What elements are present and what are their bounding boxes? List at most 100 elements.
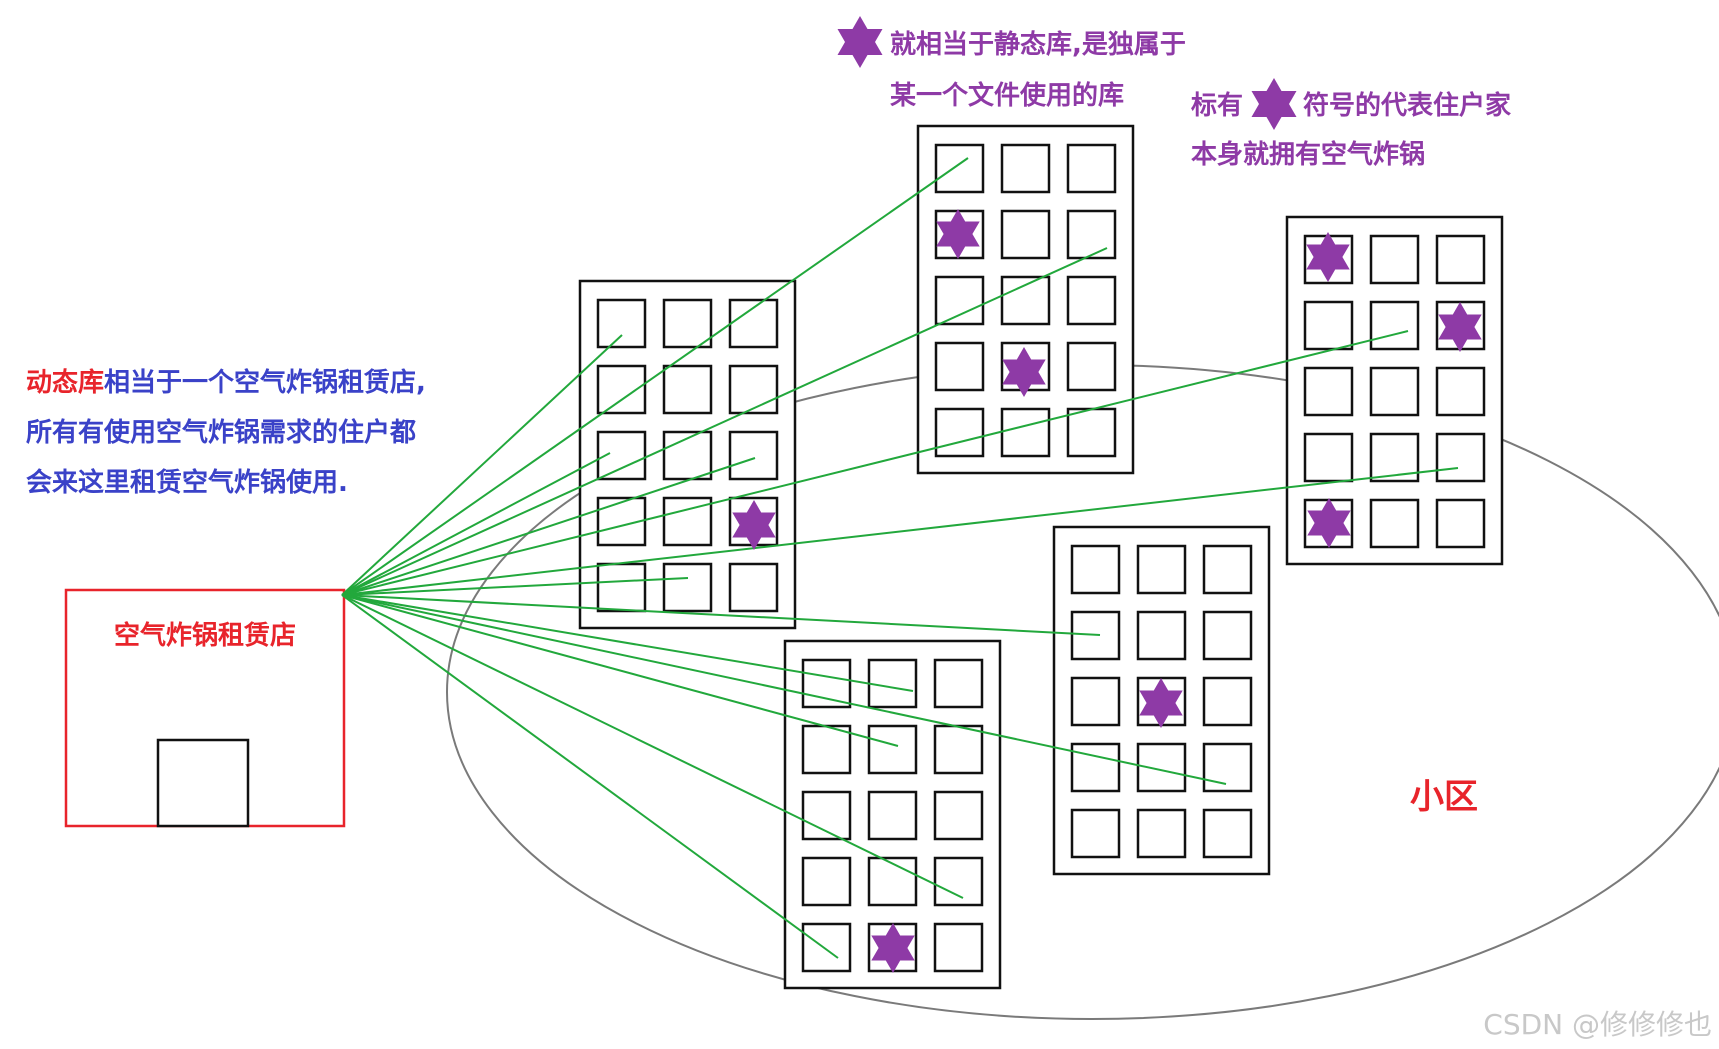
window <box>1435 432 1486 483</box>
window <box>662 496 713 547</box>
rental-line <box>341 577 689 596</box>
owner-legend: 标有 符号的代表住户家 本身就拥有空气炸锅 <box>1191 90 1511 170</box>
window <box>1136 610 1187 661</box>
six-pointed-star-icon <box>871 923 915 973</box>
window <box>596 496 647 547</box>
explanation-line1: 动态库相当于一个空气炸锅租赁店, <box>26 367 426 398</box>
window <box>933 856 984 907</box>
window <box>1202 610 1253 661</box>
building-b-outline <box>916 124 1135 475</box>
window <box>662 364 713 415</box>
rental-shop: 空气炸锅租赁店 <box>64 588 346 828</box>
window <box>933 922 984 973</box>
owner-legend-suffix: 符号的代表住户家 <box>1303 90 1511 121</box>
rental-line <box>341 594 914 692</box>
window <box>1000 209 1051 260</box>
window <box>1369 300 1420 351</box>
window <box>867 724 918 775</box>
static-legend-line2: 某一个文件使用的库 <box>890 80 1124 111</box>
window <box>1435 366 1486 417</box>
window <box>1303 432 1354 483</box>
rental-line <box>341 330 1409 596</box>
window <box>1070 676 1121 727</box>
shop-label: 空气炸锅租赁店 <box>114 620 296 651</box>
rental-line <box>341 247 1108 596</box>
window <box>1000 143 1051 194</box>
window <box>934 143 985 194</box>
window <box>1070 808 1121 859</box>
rental-line <box>341 594 839 959</box>
window <box>934 407 985 458</box>
window <box>1303 300 1354 351</box>
window <box>596 364 647 415</box>
window <box>596 430 647 481</box>
window <box>728 430 779 481</box>
explanation-line2: 所有有使用空气炸锅需求的住户都 <box>26 417 416 448</box>
buildings <box>578 124 1504 990</box>
window <box>662 430 713 481</box>
six-pointed-star-icon <box>1438 302 1482 352</box>
six-pointed-star-icon <box>1307 498 1351 548</box>
rental-line <box>341 452 611 596</box>
static-legend-line1: 就相当于静态库,是独属于 <box>890 29 1186 60</box>
window <box>1000 275 1051 326</box>
six-pointed-star-icon <box>1002 347 1046 397</box>
window <box>867 790 918 841</box>
window <box>801 922 852 973</box>
rental-line <box>341 594 964 899</box>
window <box>801 856 852 907</box>
window <box>1070 742 1121 793</box>
owner-stars <box>732 16 1482 973</box>
rental-line <box>341 594 1227 785</box>
rental-line <box>341 467 1459 596</box>
explanation-line1-rest: 相当于一个空气炸锅租赁店, <box>104 367 426 398</box>
window <box>1136 808 1187 859</box>
window <box>801 658 852 709</box>
rental-lines <box>341 157 1459 959</box>
building-c-outline <box>1285 215 1504 566</box>
window <box>1202 544 1253 595</box>
window <box>1369 498 1420 549</box>
rental-line <box>341 594 899 747</box>
window <box>801 790 852 841</box>
window <box>1066 341 1117 392</box>
window <box>933 658 984 709</box>
window <box>662 298 713 349</box>
owner-legend-prefix: 标有 <box>1191 91 1243 121</box>
legend-star-icon <box>1251 78 1297 130</box>
window <box>933 790 984 841</box>
six-pointed-star-icon <box>732 500 776 550</box>
window <box>1136 742 1187 793</box>
owner-legend-line2: 本身就拥有空气炸锅 <box>1191 139 1425 170</box>
window <box>662 562 713 613</box>
explanation-term: 动态库 <box>26 367 104 398</box>
window <box>1303 366 1354 417</box>
watermark: CSDN @修修修也 <box>1483 1008 1712 1041</box>
rental-line <box>341 157 969 596</box>
window <box>867 856 918 907</box>
window <box>1202 676 1253 727</box>
rental-line <box>341 594 1101 636</box>
rental-line <box>341 457 756 596</box>
static-library-legend: 就相当于静态库,是独属于 某一个文件使用的库 <box>890 29 1186 111</box>
window <box>1202 742 1253 793</box>
building-a-outline <box>578 279 797 630</box>
rental-line <box>341 334 623 596</box>
window <box>1369 234 1420 285</box>
window <box>1136 544 1187 595</box>
building-a <box>578 279 797 630</box>
six-pointed-star-icon <box>1139 678 1183 728</box>
window <box>934 209 985 260</box>
window <box>934 341 985 392</box>
window <box>1435 498 1486 549</box>
six-pointed-star-icon <box>936 209 980 259</box>
window <box>1070 544 1121 595</box>
window <box>1070 610 1121 661</box>
window <box>1066 143 1117 194</box>
window <box>1066 275 1117 326</box>
community-label: 小区 <box>1410 777 1478 817</box>
window <box>1202 808 1253 859</box>
window <box>596 298 647 349</box>
explanation-line3: 会来这里租赁空气炸锅使用. <box>26 467 348 498</box>
